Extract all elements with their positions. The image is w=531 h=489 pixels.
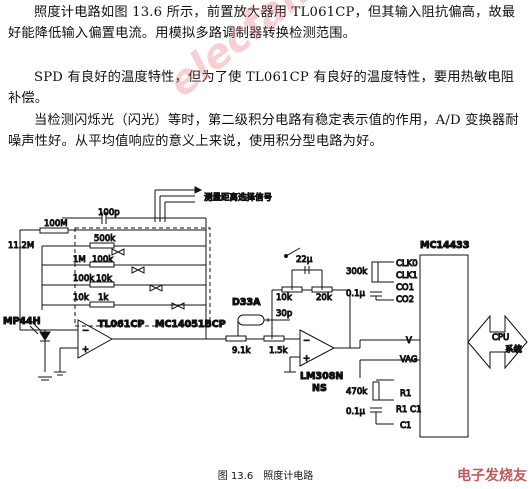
- svg-text:+: +: [303, 354, 310, 364]
- opamp-2-sub-label: NS: [312, 383, 327, 394]
- res-500k-label: 500k: [94, 234, 115, 244]
- res-100m-label: 100M: [44, 219, 68, 229]
- pin-clk1: CLK1: [396, 271, 418, 281]
- d33a-label: D33A: [232, 297, 261, 308]
- pin-co2: CO2: [396, 295, 414, 305]
- photodiode: [29, 322, 52, 381]
- res-10k-c-label: 10k: [276, 293, 292, 303]
- site-logo: 电子发烧友: [457, 468, 527, 484]
- figure-caption: 图 13.6 照度计电路: [217, 471, 314, 482]
- cap-0-1u-a-label: 0.1μ: [346, 289, 366, 299]
- pin-clk0: CLK0: [396, 259, 418, 269]
- res-100k-a-label: 100k: [92, 255, 113, 265]
- res-300k-label: 300k: [346, 267, 367, 277]
- res-20k-label: 20k: [316, 293, 332, 303]
- cap-0-1u-b-label: 0.1μ: [346, 407, 366, 417]
- paragraph-1: 照度计电路如图 13.6 所示，前置放大器用 TL061CP，但其输入阻抗偏高，…: [8, 5, 516, 41]
- opamp-2-label: LM308N: [300, 371, 343, 382]
- cpu-bus-arrow: [467, 314, 528, 370]
- pin-r1c1: R1 C1: [396, 405, 421, 415]
- pin-v: V: [406, 336, 412, 346]
- res-9-1k: [225, 335, 247, 342]
- res-470k-label: 470k: [346, 387, 367, 397]
- res-9-1k-label: 9.1k: [232, 346, 251, 356]
- res-100k-b-label: 100k: [73, 274, 94, 284]
- svg-text:−: −: [82, 326, 89, 336]
- cap-100p: [62, 212, 206, 224]
- opamp-2: [299, 329, 336, 367]
- res-1k-label: 1k: [98, 293, 108, 303]
- res-1m-label: 1M: [73, 255, 86, 265]
- paragraph-3: 当检测闪烁光（闪光）等时，第二级积分电路有稳定表示值的作用，A/D 变换器耐噪声…: [8, 113, 519, 149]
- pin-c1: C1: [400, 421, 411, 431]
- range-select-label: 测量距离选择信号: [204, 192, 272, 203]
- cap-100p-label: 100p: [98, 208, 120, 218]
- mux-box: [74, 227, 211, 327]
- svg-text:+: +: [82, 345, 89, 355]
- res-1-5k-label: 1.5k: [269, 346, 288, 356]
- adc-chip: [419, 254, 469, 438]
- thermistor-d33a: [237, 314, 265, 326]
- svg-text:−: −: [303, 336, 310, 346]
- pin-vag: VAG: [400, 355, 418, 365]
- opamp-1: [77, 319, 114, 359]
- res-1-5k: [263, 335, 285, 342]
- cpu-sys-label: 系统: [505, 344, 523, 355]
- cap-30p-label: 30p: [276, 309, 292, 319]
- range-select-bus: [154, 186, 203, 222]
- cpu-label: CPU: [492, 333, 509, 343]
- pin-co1: CO1: [396, 283, 414, 293]
- res-11-2m-label: 11.2M: [8, 241, 34, 251]
- adc-label: MC14433: [420, 240, 469, 251]
- opamp-1-label: TL061CP: [98, 319, 144, 330]
- paragraph-2: SPD 有良好的温度特性，但为了使 TL061CP 有良好的温度特性，要用热敏电…: [8, 70, 515, 106]
- mux-label: MC14051BCP: [155, 319, 226, 330]
- cap-22u-label: 22μ: [296, 255, 313, 265]
- resistor-ladder: [41, 242, 206, 310]
- sensor-label: MP44H: [3, 316, 41, 327]
- pin-r1: R1: [400, 389, 411, 399]
- res-10k-a-label: 10k: [96, 274, 112, 284]
- res-10k-b-label: 10k: [73, 293, 89, 303]
